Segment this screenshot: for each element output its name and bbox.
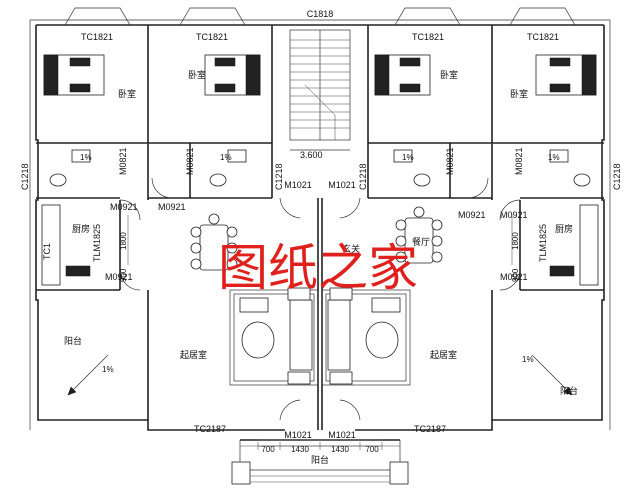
label-m0921-4: M0921 — [500, 210, 528, 220]
label-slope-balcony-2: 1% — [522, 355, 534, 364]
label-m0921-5: M0921 — [105, 272, 133, 282]
labels: C1818 TC1821 TC1821 TC1821 TC1821 卧室 卧室 … — [20, 9, 622, 466]
label-tlm1825-2: TLM1825 — [538, 224, 548, 262]
label-m1021-1: M1021 — [284, 180, 312, 190]
bed-top-center-left — [204, 54, 261, 96]
label-tc1821-1: TC1821 — [81, 32, 113, 42]
label-tlm1825-1: TLM1825 — [92, 224, 102, 262]
label-tc1821-3: TC1821 — [412, 32, 444, 42]
label-tc1821-2: TC1821 — [196, 32, 228, 42]
label-dim1800-2: 1800 — [511, 232, 520, 250]
slope-arrows — [67, 354, 573, 396]
exterior-walls — [29, 7, 611, 431]
door-swings — [119, 177, 521, 421]
label-m0921-6: M0921 — [500, 272, 528, 282]
bed-top-left — [43, 54, 105, 96]
label-bedroom-2: 卧室 — [188, 69, 206, 81]
label-m1021-3: M1021 — [284, 430, 312, 440]
label-balcony-3: 阳台 — [311, 454, 329, 466]
label-entrance: 玄关 — [342, 243, 360, 255]
label-c1218-2: C1218 — [274, 163, 284, 190]
watermark-text: 图纸之家 — [218, 239, 418, 297]
living-room-left-furniture — [229, 287, 319, 386]
label-m0821-3: M0821 — [445, 147, 455, 175]
label-kitchen-2: 厨房 — [555, 223, 573, 235]
label-dim900-2: 900 — [511, 268, 520, 282]
label-dim1430-2: 1430 — [331, 445, 349, 454]
dimension-lines — [127, 215, 513, 450]
label-tc2187-2: TC2187 — [414, 424, 446, 434]
label-balcony-1: 阳台 — [64, 335, 82, 347]
label-slope-balcony-1: 1% — [102, 365, 114, 374]
bed-top-center-right — [374, 54, 431, 96]
dining-table-left — [190, 213, 238, 271]
label-dining: 餐厅 — [412, 236, 430, 248]
label-c1218-3: C1218 — [358, 163, 368, 190]
label-c1818: C1818 — [307, 9, 334, 19]
label-tc2187-1: TC2187 — [194, 424, 226, 434]
label-m0821-4: M0821 — [514, 147, 524, 175]
label-slope-bath-1: 1% — [80, 153, 92, 162]
label-slope-bath-3: 1% — [402, 153, 414, 162]
label-dim1430-1: 1430 — [291, 445, 309, 454]
bathroom-fixtures — [49, 149, 591, 187]
label-balcony-2: 阳台 — [560, 385, 578, 397]
dining-table-right — [395, 206, 443, 264]
label-living-1: 起居室 — [180, 349, 207, 361]
label-slope-bath-2: 1% — [220, 153, 232, 162]
bed-top-right — [535, 54, 597, 96]
label-m0821-1: M0821 — [118, 147, 128, 175]
label-bedroom-1: 卧室 — [118, 88, 136, 100]
label-living-2: 起居室 — [430, 349, 457, 361]
label-dim700-2: 700 — [365, 445, 379, 454]
living-room-right-furniture — [321, 287, 411, 386]
kitchen-counters — [41, 204, 599, 286]
label-m1021-2: M1021 — [328, 180, 356, 190]
label-tc1: TC1 — [42, 243, 52, 260]
label-bedroom-4: 卧室 — [510, 88, 528, 100]
interior-walls — [36, 25, 604, 430]
label-dim700-1: 700 — [261, 445, 275, 454]
label-c1218-4: C1218 — [612, 163, 622, 190]
label-c1218-1: C1218 — [20, 163, 30, 190]
label-bedroom-3: 卧室 — [440, 69, 458, 81]
label-tc1821-4: TC1821 — [527, 32, 559, 42]
label-slope-bath-4: 1% — [548, 153, 560, 162]
label-dim900-1: 900 — [119, 268, 128, 282]
label-level: 3.600 — [300, 150, 323, 160]
label-m0921-1: M0921 — [110, 202, 138, 212]
label-m0821-2: M0821 — [185, 147, 195, 175]
label-m0921-2: M0921 — [158, 202, 186, 212]
label-kitchen-1: 厨房 — [72, 223, 90, 235]
label-dim1800-1: 1800 — [119, 232, 128, 250]
label-m0921-3: M0921 — [458, 210, 486, 220]
label-m1021-4: M1021 — [328, 430, 356, 440]
staircase — [289, 29, 351, 151]
